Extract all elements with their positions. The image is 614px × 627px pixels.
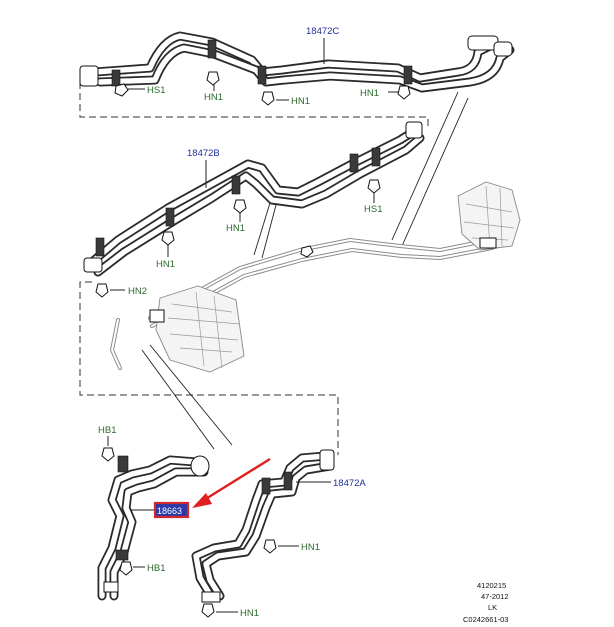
clamp-lower-right-1 <box>283 471 293 491</box>
highlighted-part-box[interactable] <box>153 501 190 519</box>
fastener-hn1-upper-a-icon <box>206 71 220 86</box>
projection-line-a <box>401 97 469 247</box>
clamp-upper-4 <box>111 69 121 87</box>
clamp-middle-1 <box>95 237 105 257</box>
fastener-hn1-lower-a-icon <box>263 539 277 554</box>
projection-line-f <box>141 349 215 450</box>
heater-unit-right <box>457 181 521 251</box>
fastener-hn1-upper-b-icon <box>261 91 275 106</box>
hose-18663-end-fitting <box>190 455 210 477</box>
reference-line-3: LK <box>488 603 497 612</box>
projection-line-e <box>149 344 233 446</box>
clamp-middle-3 <box>231 175 241 195</box>
hose-assembly-upper <box>79 31 515 106</box>
hose-end-fitting-upper-right-2 <box>493 41 513 57</box>
clamp-18663-2 <box>115 549 129 561</box>
clamp-upper-2 <box>257 65 267 85</box>
fastener-label-hn1-lower-b: HN1 <box>240 608 259 619</box>
fastener-label-hn2: HN2 <box>128 286 147 297</box>
projection-line-d <box>253 202 271 256</box>
fastener-hn1-upper-c-icon <box>397 85 411 100</box>
fastener-label-hn1-middle-b: HN1 <box>156 259 175 270</box>
dashed-line-upper <box>79 82 429 130</box>
projection-lines <box>141 91 469 450</box>
fastener-label-hn1-lower-a: HN1 <box>301 542 320 553</box>
reference-line-1: 4120215 <box>477 581 506 590</box>
fastener-label-hn1-upper-c: HN1 <box>360 88 379 99</box>
fastener-label-hs1-upper: HS1 <box>147 85 165 96</box>
highlight-arrow <box>192 457 271 508</box>
arrow-head-icon <box>192 493 212 508</box>
part-label-upper[interactable]: 18472C <box>306 26 339 37</box>
dashed-reference-lines <box>79 82 429 455</box>
fastener-label-hb1-top: HB1 <box>98 425 116 436</box>
hvac-unit-left <box>149 285 245 373</box>
hvac-left-fitting <box>149 309 165 323</box>
clamp-upper-3 <box>403 65 413 85</box>
heater-right-fitting <box>479 237 497 249</box>
fastener-hn2-icon <box>95 283 109 298</box>
fastener-label-hn1-upper-b: HN1 <box>291 96 310 107</box>
reference-line-4: C0242661-03 <box>463 615 508 624</box>
fastener-label-hn1-upper-a: HN1 <box>204 92 223 103</box>
dashed-line-lower <box>79 281 339 455</box>
hose-assembly-lower-right <box>191 449 335 618</box>
hose-assembly-middle <box>83 121 425 298</box>
fastener-hn1-middle-b-icon <box>161 231 175 246</box>
fastener-ghost-icon <box>300 245 314 258</box>
hose-end-fitting-middle-right <box>405 121 423 139</box>
reference-line-2: 47-2012 <box>481 592 509 601</box>
part-label-lower[interactable]: 18472A <box>333 478 366 489</box>
hose-lower-right-lower-fitting <box>201 591 221 603</box>
clamp-lower-right-2 <box>261 477 271 495</box>
hose-end-fitting-upper-left <box>79 65 99 87</box>
fastener-hb1-top-icon <box>101 447 115 462</box>
hose-assembly-18663 <box>97 447 210 601</box>
fastener-hn1-middle-a-icon <box>233 199 247 214</box>
hose-18663-lower-fitting <box>103 581 119 593</box>
clamp-18663-1 <box>117 455 129 473</box>
hose-lower-right-end-fitting <box>319 449 335 471</box>
fastener-hb1-bottom-icon <box>119 561 133 576</box>
fastener-label-hn1-middle-a: HN1 <box>226 223 245 234</box>
fastener-label-hb1-bottom: HB1 <box>147 563 165 574</box>
projection-line-b <box>391 91 459 241</box>
fastener-label-hs1-middle: HS1 <box>364 204 382 215</box>
part-label-middle[interactable]: 18472B <box>187 148 220 159</box>
clamp-upper-1 <box>207 39 217 59</box>
clamp-middle-4 <box>349 153 359 173</box>
clamp-middle-2 <box>165 207 175 227</box>
callout-leaders <box>107 38 398 613</box>
part-label-highlighted[interactable]: 18663 <box>157 506 182 516</box>
fastener-hn1-lower-b-icon <box>201 603 215 618</box>
projection-line-c <box>261 204 277 259</box>
fastener-hs1-upper-icon <box>114 83 129 97</box>
clamp-middle-5 <box>371 147 381 167</box>
arrow-shaft <box>203 457 271 502</box>
hose-end-fitting-middle-left <box>83 257 103 273</box>
fastener-hs1-middle-icon <box>367 179 381 194</box>
